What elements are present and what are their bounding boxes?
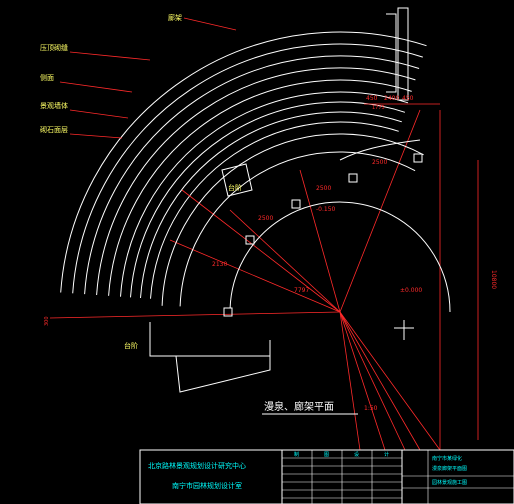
wall-arc [140, 111, 402, 299]
callout-top-note: 廊架 [168, 13, 182, 22]
plaza-arcs [161, 133, 451, 340]
leader-line [69, 51, 151, 61]
horizontal-axis [49, 311, 341, 319]
callout-inner-1: 台阶 [228, 183, 242, 192]
leader-line [69, 133, 123, 139]
dim-top-width: 2400 [384, 95, 399, 102]
plaza-arc-east [391, 214, 451, 313]
title-header-2: 图 [324, 452, 329, 458]
curved-wall-outlines [60, 7, 427, 393]
dim-radius-2: 2130 [212, 261, 227, 268]
callout-layer-3: 景观墙体 [40, 101, 68, 110]
radial-line [339, 109, 421, 313]
leader-line [69, 109, 129, 119]
radial-line [339, 311, 361, 451]
radial-line [181, 189, 341, 313]
radial-line [339, 311, 441, 451]
plan-scale: 1:50 [364, 405, 378, 412]
dim-arc-3: 2500 [258, 215, 273, 222]
dim-arc-1: 2500 [372, 159, 387, 166]
radial-dimension-lines [49, 103, 479, 451]
wall-arc [72, 43, 423, 294]
dim-right-height: 10800 [490, 270, 497, 289]
wall-end-top [397, 7, 409, 101]
radial-line [339, 311, 386, 451]
dim-arc-2: 2500 [316, 185, 331, 192]
title-header-4: 计 [384, 451, 389, 458]
plaza-arc [229, 201, 392, 309]
dim-top-right: 450 [402, 95, 414, 102]
title-org-2: 南宁市园林规划设计室 [172, 481, 242, 490]
callout-layer-1: 压顶砌缝 [40, 43, 68, 52]
dim-left-small: 300 [44, 316, 50, 326]
post-square [413, 153, 423, 163]
callout-inner-2: 台阶 [124, 341, 138, 350]
dim-radius-1: 7797 [294, 287, 309, 294]
radial-line [169, 239, 341, 313]
post-square [348, 173, 358, 183]
post-square [291, 199, 301, 209]
wall-end-top-inner [386, 13, 397, 93]
wall-end-bottom [149, 322, 271, 357]
title-org-1: 北京路林景观规划设计研究中心 [148, 461, 246, 470]
wall-arc [108, 79, 412, 296]
wall-arc [96, 67, 416, 296]
title-project: 南宁市某绿化 [432, 455, 462, 462]
radial-line [339, 311, 421, 451]
radial-line [339, 311, 406, 451]
title-sheet: 园林景观施工图 [432, 479, 467, 486]
leader-line [183, 17, 237, 31]
title-drawing: 漫泉廊架平面图 [432, 465, 467, 472]
dim-elev-1: -0.150 [316, 206, 336, 213]
wall-end-step [175, 340, 271, 393]
post-square [223, 307, 233, 317]
callout-layer-4: 砌石面层 [40, 126, 68, 134]
dim-top-mid: 1775 [372, 105, 385, 111]
radial-line [299, 169, 341, 313]
wall-arc [120, 91, 409, 297]
plaza-arc [161, 133, 424, 306]
callout-leaders [59, 17, 237, 139]
wall-arc [60, 31, 427, 293]
wall-arc [150, 121, 399, 299]
callout-layer-2: 侧面 [40, 73, 54, 82]
title-header-3: 设 [354, 451, 359, 458]
plaza-arc [179, 151, 416, 307]
dim-elev-2: ±0.000 [400, 287, 422, 294]
post-square [245, 235, 255, 245]
post-markers [223, 153, 423, 317]
north-curve [339, 139, 421, 161]
leader-line [59, 81, 133, 93]
radial-line [229, 209, 341, 313]
plan-title: 漫泉、廊架平面 [264, 400, 334, 413]
dim-top-left: 450 [366, 95, 378, 102]
title-header-1: 制 [294, 451, 299, 458]
wall-arc [130, 101, 406, 298]
title-block [139, 449, 514, 504]
wall-arc [84, 55, 420, 295]
